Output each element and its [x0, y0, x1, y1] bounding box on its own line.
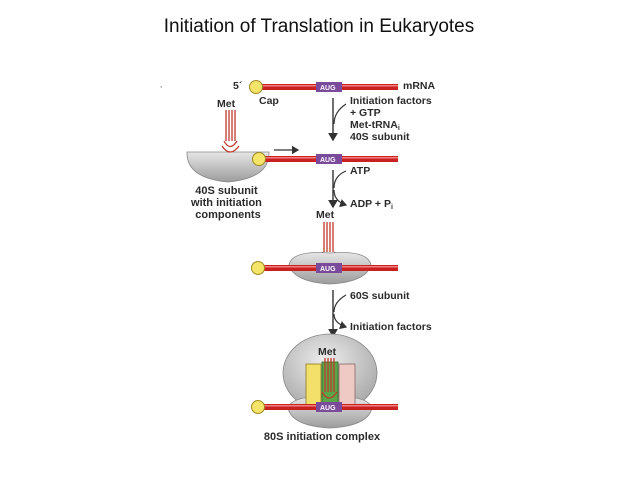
- stage2-40s-complex: AUG 40S subunit with initiation componen…: [186, 110, 398, 221]
- adp-pi-label: ADP + Pi: [350, 198, 393, 211]
- step1-arrow: Initiation factors + GTP Met-tRNAi 40S s…: [328, 95, 435, 143]
- met-label-middle: Met: [316, 209, 335, 221]
- stage3-aug-complex: AUG: [251, 222, 398, 285]
- aug-codon-label: AUG: [320, 85, 336, 92]
- subunit-40s-label: 40S subunit: [350, 131, 410, 143]
- gtp-line: + GTP: [350, 107, 381, 119]
- stage4-80s-complex: Met AUG 80S initiation complex: [251, 333, 398, 443]
- aug-codon-3: [316, 263, 342, 273]
- atp-label: ATP: [350, 165, 370, 177]
- adp-pi-text: ADP + P: [350, 198, 391, 210]
- mrna-label: mRNA: [403, 80, 436, 92]
- aug-codon: [316, 82, 342, 92]
- met-trna-icon: [221, 110, 240, 153]
- subunit-40s-components-label: 40S subunit with initiation components: [190, 185, 265, 221]
- subunit-60s-label: 60S subunit: [350, 290, 410, 302]
- aug-codon-label-4: AUG: [320, 405, 336, 412]
- step2-arrow: ATP ADP + Pi Met: [316, 165, 393, 221]
- met-trna-text: Met-tRNA: [350, 119, 398, 131]
- stage1-mrna: AUG 5´ Cap mRNA Met: [217, 80, 436, 110]
- components-line-3: components: [195, 209, 260, 221]
- complex-80s-label: 80S initiation complex: [264, 431, 381, 443]
- components-line-2: with initiation: [190, 197, 262, 209]
- step3-arrow: 60S subunit Initiation factors: [328, 290, 432, 338]
- met-label-top: Met: [217, 98, 236, 110]
- aug-codon-4: [316, 402, 342, 412]
- met-trna-label: Met-tRNAi: [350, 119, 400, 132]
- met-trna-subscript: i: [398, 125, 400, 132]
- five-prime-label: 5´: [233, 80, 243, 92]
- cap-icon-2: [252, 152, 266, 166]
- adp-pi-subscript: i: [391, 204, 393, 211]
- met-trna-icon-4: [321, 358, 338, 399]
- cap-icon-3: [251, 261, 265, 275]
- factor-yellow-block: [305, 363, 322, 407]
- aug-codon-label-2: AUG: [320, 157, 336, 164]
- stray-mark: ,: [160, 80, 162, 89]
- met-label-bottom: Met: [318, 346, 337, 358]
- factor-pink-block: [338, 363, 356, 407]
- initiation-factors-gtp-label: Initiation factors + GTP: [350, 95, 435, 119]
- cap-label: Cap: [259, 95, 279, 107]
- cap-icon-4: [251, 400, 265, 414]
- slide-title: Initiation of Translation in Eukaryotes: [163, 16, 475, 37]
- aug-codon-2: [316, 154, 342, 164]
- components-line-1: 40S subunit: [195, 185, 258, 197]
- met-trna-icon-3: [321, 222, 336, 258]
- initiation-factors-line: Initiation factors: [350, 95, 432, 107]
- aug-codon-label-3: AUG: [320, 266, 336, 273]
- cap-icon: [249, 80, 263, 94]
- initiation-factors-label: Initiation factors: [350, 321, 432, 333]
